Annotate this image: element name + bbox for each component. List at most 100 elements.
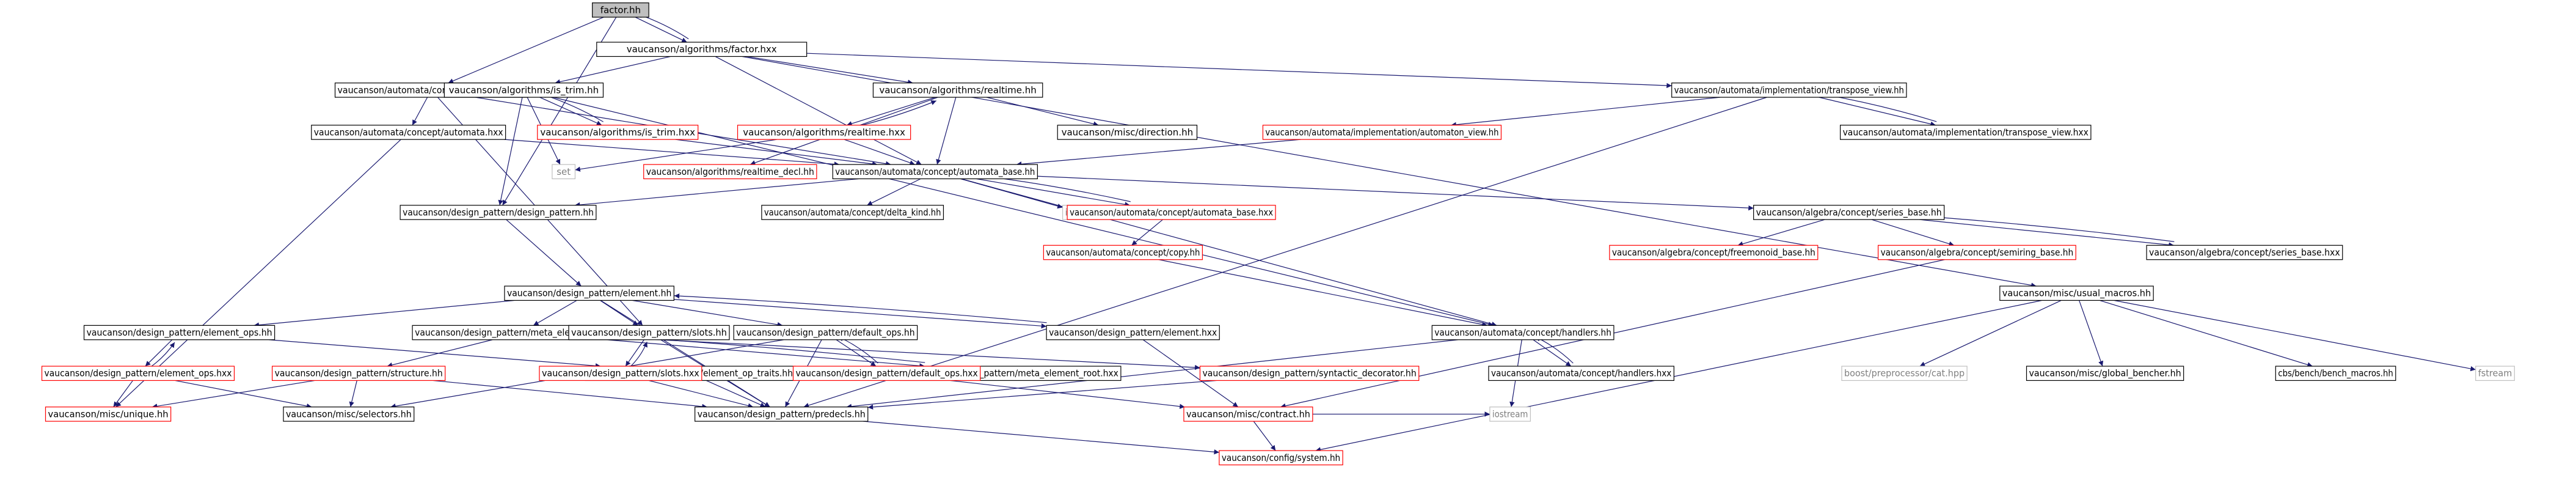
edge-element_ops_hxx-to-unique_hh [113, 380, 133, 408]
node-label: vaucanson/algorithms/realtime.hxx [743, 127, 905, 138]
node-freemonoid-base-hh[interactable]: vaucanson/algebra/concept/freemonoid_bas… [1609, 245, 1819, 260]
node-realtime-hh[interactable]: vaucanson/algorithms/realtime.hh [872, 83, 1043, 98]
node-element-hxx[interactable]: vaucanson/design_pattern/element.hxx [1046, 325, 1220, 341]
edge-transpose_view_hh-to-automaton_view_hh [1451, 97, 1720, 128]
node-label: cbs/bench/bench_macros.hh [2278, 368, 2393, 380]
node-element-hh[interactable]: vaucanson/design_pattern/element.hh [504, 285, 674, 301]
node-usual-macros-hh[interactable]: vaucanson/misc/usual_macros.hh [1999, 285, 2154, 301]
node-handlers-hxx[interactable]: vaucanson/automata/concept/handlers.hxx [1488, 366, 1674, 381]
node-iostream[interactable]: iostream [1489, 407, 1531, 422]
node-automata-base-hxx[interactable]: vaucanson/automata/concept/automata_base… [1067, 205, 1276, 220]
node-box [694, 407, 869, 422]
node-cbs-bench-macros-hh[interactable]: cbs/bench/bench_macros.hh [2275, 366, 2396, 381]
node-box [643, 164, 817, 180]
node-automaton-view-hh[interactable]: vaucanson/automata/implementation/automa… [1262, 125, 1502, 140]
edge-element_op_traits_hh-to-predecls_hh [706, 380, 766, 408]
node-transpose-view-hh[interactable]: vaucanson/automata/implementation/transp… [1671, 83, 1907, 98]
node-boost-pp-cat[interactable]: boost/preprocessor/cat.hpp [1841, 366, 1968, 381]
node-concept-automata-hxx[interactable]: vaucanson/automata/concept/automata.hxx [311, 125, 506, 140]
node-syntactic-decorator-hh[interactable]: vaucanson/design_pattern/syntactic_decor… [1199, 366, 1420, 381]
node-config-system-hh[interactable]: vaucanson/config/system.hh [1219, 450, 1343, 466]
edge-design_pattern_hh-to-element_hh [506, 219, 582, 287]
node-realtime-hxx[interactable]: vaucanson/algorithms/realtime.hxx [737, 125, 911, 140]
edge-automaton_view_hh-to-automata_base_hh [1016, 139, 1301, 167]
edge-realtime_hh-to-misc_direction_hh [986, 97, 1099, 127]
node-slots-hxx[interactable]: vaucanson/design_pattern/slots.hxx [539, 366, 702, 381]
node-delta-kind-hh[interactable]: vaucanson/automata/concept/delta_kind.hh [761, 205, 944, 220]
edge-realtime_hxx-to-set [575, 139, 777, 172]
node-box [1753, 205, 1945, 220]
node-label: vaucanson/design_pattern/slots.hxx [542, 368, 699, 380]
node-label: vaucanson/automata/implementation/transp… [1843, 127, 2089, 138]
node-label: vaucanson/algorithms/is_trim.hxx [540, 127, 695, 138]
node-label: vaucanson/algorithms/realtime.hh [879, 84, 1036, 95]
node-contract-hh[interactable]: vaucanson/misc/contract.hh [1183, 407, 1313, 422]
node-automata-base-hh[interactable]: vaucanson/automata/concept/automata_base… [832, 164, 1038, 180]
node-label: vaucanson/algebra/concept/freemonoid_bas… [1612, 247, 1815, 259]
node-box [2275, 366, 2396, 381]
node-is-trim-hxx[interactable]: vaucanson/algorithms/is_trim.hxx [537, 125, 699, 140]
node-series-base-hxx[interactable]: vaucanson/algebra/concept/series_base.hx… [2146, 245, 2343, 260]
node-series-base-hh[interactable]: vaucanson/algebra/concept/series_base.hh [1753, 205, 1945, 220]
node-label: vaucanson/automata/concept/handlers.hxx [1491, 368, 1671, 379]
node-fstream[interactable]: fstream [2475, 366, 2515, 381]
edge-transpose_view_hh-to-transpose_view_hxx [1819, 97, 1936, 127]
node-alg-factor-hxx[interactable]: vaucanson/algorithms/factor.hxx [596, 42, 808, 57]
node-box [1043, 245, 1203, 260]
node-box [568, 325, 730, 341]
edge-series_base_hh-to-semiring_base_hh [1871, 219, 1955, 246]
edge-element_hh-to-predecls_hh [600, 300, 770, 408]
node-label: vaucanson/algebra/concept/series_base.hx… [2149, 247, 2340, 259]
node-is-trim-hh[interactable]: vaucanson/algorithms/is_trim.hh [443, 83, 604, 98]
node-box [45, 407, 172, 422]
node-box [1877, 245, 2076, 260]
node-factor-hh[interactable]: factor.hh [592, 2, 649, 18]
edge-alg_factor_hxx-to-automata_base_hh [715, 56, 922, 165]
edge-structure_hh-to-unique_hh [151, 380, 315, 409]
node-unique-hh[interactable]: vaucanson/misc/unique.hh [45, 407, 172, 422]
node-label: vaucanson/design_pattern/design_pattern.… [403, 207, 594, 218]
node-box [83, 325, 275, 341]
node-box [1046, 325, 1220, 341]
edge-slots_hh-to-slots_hxx [625, 339, 644, 367]
node-label: vaucanson/automata/concept/automata_base… [835, 166, 1035, 178]
node-box [41, 366, 235, 381]
node-label: vaucanson/design_pattern/syntactic_decor… [1202, 368, 1416, 380]
node-label: vaucanson/misc/contract.hh [1186, 408, 1310, 419]
node-box [1067, 205, 1276, 220]
node-global-bencher-hh[interactable]: vaucanson/misc/global_bencher.hh [2026, 366, 2184, 381]
edge-alg_factor_hxx-to-factor_hh [637, 13, 689, 40]
node-set[interactable]: set [552, 164, 576, 180]
edge-default_ops_hxx-to-contract_hh [950, 380, 1185, 409]
edge-usual_macros_hh-to-global_bencher_hh [2079, 300, 2104, 367]
node-box [1219, 450, 1343, 466]
node-transpose-view-hxx[interactable]: vaucanson/automata/implementation/transp… [1839, 125, 2092, 140]
node-predecls-hh[interactable]: vaucanson/design_pattern/predecls.hh [694, 407, 869, 422]
edge-usual_macros_hh-to-boost_pp_cat [1919, 300, 2062, 367]
node-box [1262, 125, 1502, 140]
node-misc-direction-hh[interactable]: vaucanson/misc/direction.hh [1057, 125, 1198, 140]
node-semiring-base-hh[interactable]: vaucanson/algebra/concept/semiring_base.… [1877, 245, 2076, 260]
node-slots-hh[interactable]: vaucanson/design_pattern/slots.hh [568, 325, 730, 341]
node-label: iostream [1492, 408, 1528, 419]
node-element-ops-hh[interactable]: vaucanson/design_pattern/element_ops.hh [83, 325, 275, 341]
edge-concept_automata_hh-to-concept_automata_hxx [412, 97, 428, 126]
node-element-ops-hxx[interactable]: vaucanson/design_pattern/element_ops.hxx [41, 366, 235, 381]
edge-meta_element_root_hh-to-meta_element_root_hxx [607, 339, 925, 369]
edge-element_ops_hxx-to-selectors_hh [175, 380, 312, 409]
edge-automata_base_hxx-to-copy_hh [1131, 219, 1163, 246]
node-default-ops-hxx[interactable]: vaucanson/design_pattern/default_ops.hxx [792, 366, 981, 381]
node-handlers-hh[interactable]: vaucanson/automata/concept/handlers.hh [1431, 325, 1615, 341]
node-realtime-decl-hh[interactable]: vaucanson/algorithms/realtime_decl.hh [643, 164, 817, 180]
node-box [1841, 366, 1968, 381]
node-design-pattern-hh[interactable]: vaucanson/design_pattern/design_pattern.… [400, 205, 597, 220]
node-structure-hh[interactable]: vaucanson/design_pattern/structure.hh [271, 366, 446, 381]
node-copy-hh[interactable]: vaucanson/automata/concept/copy.hh [1043, 245, 1203, 260]
node-label: vaucanson/algorithms/factor.hxx [627, 44, 777, 55]
node-box [1488, 366, 1674, 381]
node-box [1839, 125, 2092, 140]
node-selectors-hh[interactable]: vaucanson/misc/selectors.hh [283, 407, 415, 422]
edge-element_hh-to-slots_hh [600, 300, 639, 326]
node-default-ops-hh[interactable]: vaucanson/design_pattern/default_ops.hh [733, 325, 918, 341]
